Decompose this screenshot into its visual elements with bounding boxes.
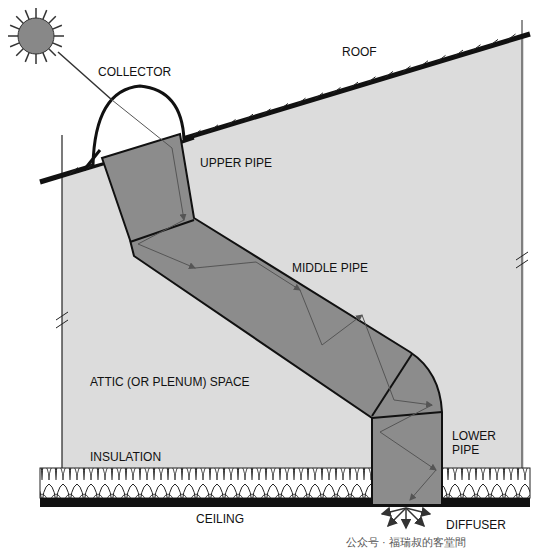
ceiling-bar [40,498,530,507]
region-label: ATTIC (OR PLENUM) SPACE [90,376,250,390]
part-label: INSULATION [90,451,161,465]
part-label: CEILING [196,513,244,527]
attic-space [62,37,524,468]
light-pipe [102,134,442,505]
sun [8,8,64,64]
part-label: DIFFUSER [446,519,506,533]
watermark: 公众号 · 福瑞叔的客堂間 [346,536,466,549]
part-label: UPPER PIPE [200,157,272,171]
insulation-band [40,468,530,498]
part-label: COLLECTOR [98,66,171,80]
part-label: ROOF [342,46,377,60]
part-label: MIDDLE PIPE [292,262,368,276]
part-label: LOWER PIPE [452,430,504,458]
